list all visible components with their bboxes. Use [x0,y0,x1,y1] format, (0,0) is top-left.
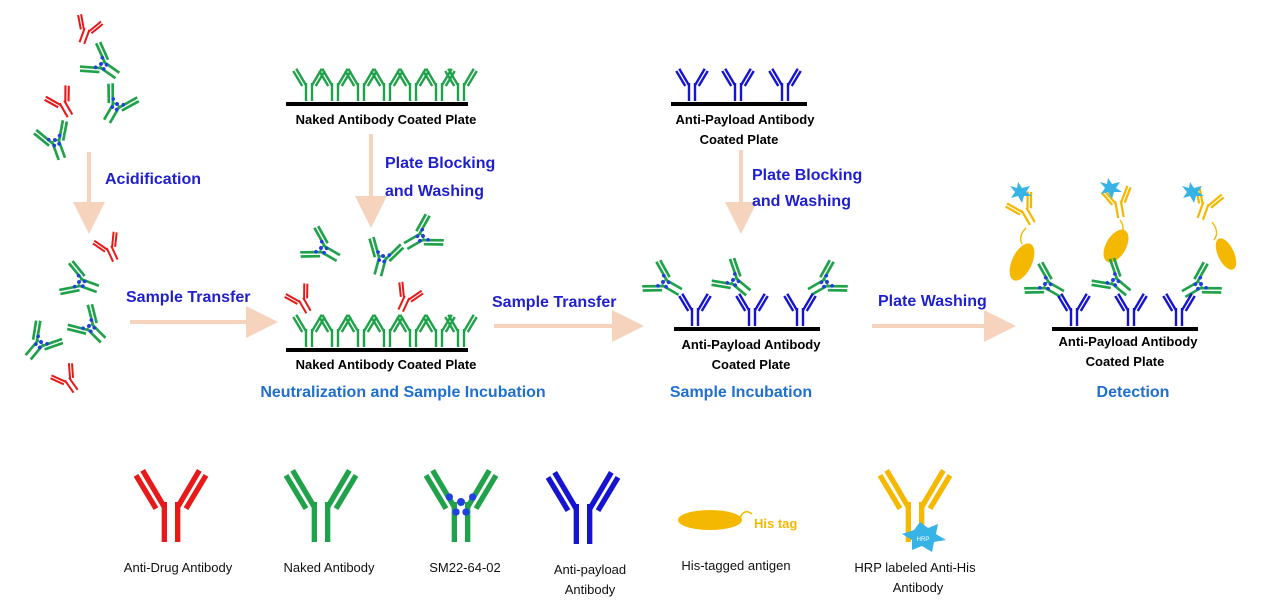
anti-payload-antibody-icon [1056,292,1092,328]
naked-antibody-icon [443,313,479,349]
sm-antibody-icon [361,236,404,280]
plate-icon [674,327,820,331]
naked-plate-top: Naked Antibody Coated Plate [286,67,479,127]
legend-naked-antibody-icon [286,470,356,542]
anti-payload-antibody-icon [720,67,756,103]
sm-antibody-icon [397,213,446,261]
plate-blocking-label-2b: and Washing [752,193,851,210]
incubation-plate: Anti-Payload Antibody Coated Plate [641,256,850,372]
sample-incubation-stage-label: Sample Incubation [670,384,812,401]
sm-antibody-icon [78,41,127,90]
legend-his-tag-label: His tag [754,516,797,531]
anti-drug-antibody-icon [91,229,129,268]
plate-washing-label: Plate Washing [878,293,987,310]
sample-transfer-label-2: Sample Transfer [492,294,617,311]
free-antibodies-cluster-bottom [15,229,129,400]
legend-his-tag-tether-icon [739,510,753,519]
anti-payload-antibody-icon [767,67,803,103]
detection-stage-label: Detection [1097,384,1170,401]
legend-payload-label-line2: Antibody [565,582,616,597]
plate-label-line2: Coated Plate [712,357,791,372]
detection-plate: Anti-Payload Antibody Coated Plate [1003,178,1237,369]
hrp-anti-his-antibody-icon [1003,188,1047,233]
plate-icon [671,102,807,106]
anti-payload-antibody-icon [1161,292,1197,328]
payload-plate-top: Anti-Payload Antibody Coated Plate [671,67,816,147]
neutralization-plate: Naked Antibody Coated Plate [282,213,479,372]
hrp-star-icon [1182,182,1204,203]
legend-anti-payload-antibody-icon [548,472,618,544]
plate-blocking-label-1a: Plate Blocking [385,155,495,172]
legend-anti-drug-label: Anti-Drug Antibody [124,560,233,575]
naked-antibody-icon [443,67,479,103]
sm-antibody-icon [299,225,348,273]
sm-antibody-icon [33,119,78,165]
anti-drug-antibody-icon [48,360,88,400]
plate-blocking-label-2a: Plate Blocking [752,167,862,184]
plate-label: Naked Antibody Coated Plate [296,357,477,372]
sm-antibody-icon [58,260,104,305]
plate-icon [1052,327,1198,331]
sample-transfer-label-1: Sample Transfer [126,289,251,306]
his-tagged-antigen-icon [1215,238,1237,270]
anti-drug-antibody-icon [42,82,84,124]
legend-payload-label-line1: Anti-payload [554,562,626,577]
legend-hrp-label-line1: HRP labeled Anti-His [854,560,976,575]
legend: Anti-Drug Antibody Naked Antibody SM22-6… [124,470,976,597]
legend-hrp-star-icon [902,522,946,552]
legend-hrp-label-line2: Antibody [893,580,944,595]
legend-naked-label: Naked Antibody [283,560,375,575]
sm-antibody-icon [65,302,115,352]
plate-label-line1: Anti-Payload Antibody [676,112,816,127]
plate-blocking-label-1b: and Washing [385,183,484,200]
plate-label: Naked Antibody Coated Plate [296,112,477,127]
his-tag-tether-icon [1019,227,1027,245]
anti-payload-antibody-icon [677,292,713,328]
anti-drug-antibody-icon [68,12,105,49]
his-tagged-antigen-icon [1103,229,1129,263]
sm-antibody-icon [1090,256,1140,306]
his-tagged-antigen-icon [1009,243,1035,281]
hrp-star-icon [1010,182,1032,203]
anti-drug-antibody-icon [387,279,425,318]
legend-hrp-mini-label: HRP [917,537,930,543]
hrp-star-icon [1100,178,1122,199]
anti-payload-antibody-icon [734,292,770,328]
sm-antibody-icon [15,319,65,369]
legend-sm-antibody-icon [426,470,496,542]
anti-drug-antibody-icon [282,281,321,320]
anti-payload-antibody-icon [674,67,710,103]
neutralization-stage-label: Neutralization and Sample Incubation [260,384,545,401]
legend-anti-drug-antibody-icon [136,470,206,542]
plate-label-line2: Coated Plate [700,132,779,147]
legend-his-tagged-antigen-icon [678,510,742,530]
anti-payload-antibody-icon [782,292,818,328]
legend-sm-label: SM22-64-02 [429,560,501,575]
legend-his-antigen-label: His-tagged antigen [681,558,790,573]
plate-label-line1: Anti-Payload Antibody [1059,334,1199,349]
plate-label-line2: Coated Plate [1086,354,1165,369]
acidification-label: Acidification [105,171,201,188]
plate-icon [286,348,468,352]
plate-icon [286,102,468,106]
sm-antibody-icon [1175,261,1224,309]
plate-label-line1: Anti-Payload Antibody [682,337,822,352]
his-tag-tether-icon [1211,221,1218,241]
anti-payload-antibody-icon [1113,292,1149,328]
sm-antibody-icon [92,82,140,131]
sm-antibody-icon [710,256,760,306]
free-antibodies-cluster-top [33,12,140,165]
